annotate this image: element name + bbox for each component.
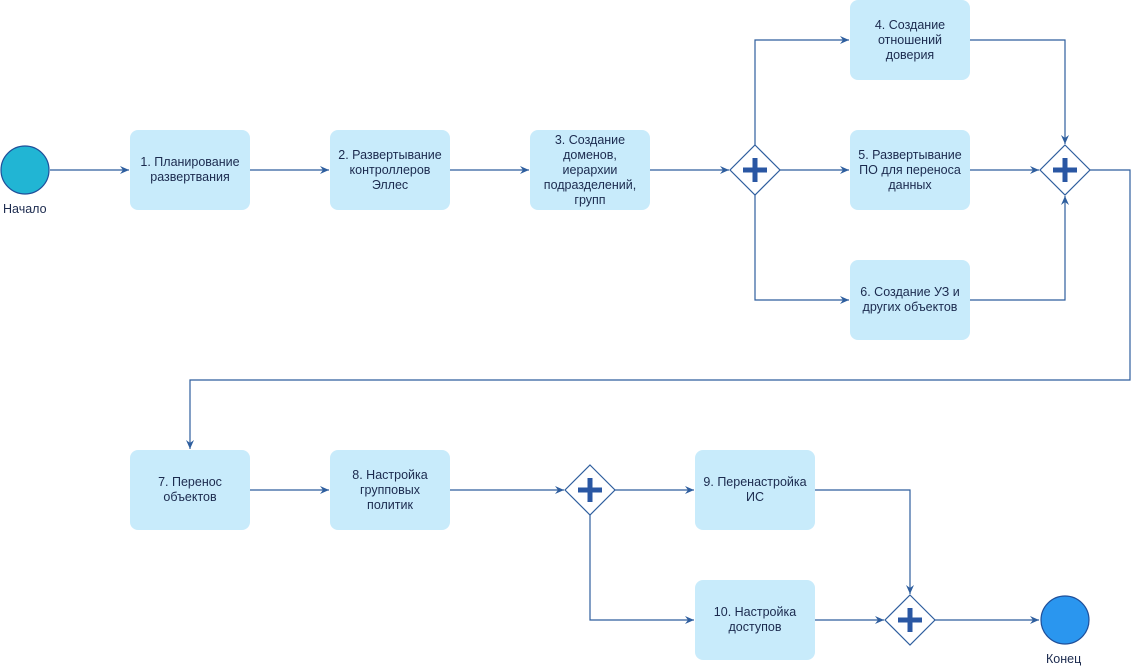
start-event-label: Начало: [3, 202, 47, 216]
parallel-gateway-3[interactable]: [564, 464, 616, 516]
task-label: 6. Создание УЗ и других объектов: [860, 285, 960, 314]
task-label: 8. Настройка групповых политик: [352, 467, 428, 512]
task-label: 7. Перенос объектов: [158, 475, 222, 504]
plus-icon: [1053, 158, 1077, 182]
plus-icon: [743, 158, 767, 182]
task-label: 4. Создание отношений доверия: [874, 17, 946, 62]
task-9-reconfigure-is[interactable]: 9. Перенастройка ИС: [695, 450, 815, 530]
end-event-label: Конец: [1046, 652, 1082, 666]
flow-t4-to-gateway-2: [970, 39, 1069, 144]
task-6-create-accounts[interactable]: 6. Создание УЗ и других объектов: [850, 260, 970, 340]
plus-icon: [578, 478, 602, 502]
start-event[interactable]: [0, 145, 50, 195]
flow-t6-to-gateway-2: [970, 196, 1069, 301]
task-4-trust-relations[interactable]: 4. Создание отношений доверия: [850, 0, 970, 80]
task-label: 3. Создание доменов, иерархии подразделе…: [543, 132, 637, 207]
task-label: 5. Развертывание ПО для переноса данных: [858, 147, 962, 192]
flow-gateway-2-to-t7: [186, 169, 1131, 449]
task-10-access-setup[interactable]: 10. Настройка доступов: [695, 580, 815, 660]
task-2-deploy-controllers[interactable]: 2. Развертывание контроллеров Эллес: [330, 130, 450, 210]
flow-gateway-3-to-t10: [589, 515, 694, 624]
plus-icon: [898, 608, 922, 632]
task-8-group-policies[interactable]: 8. Настройка групповых политик: [330, 450, 450, 530]
task-1-planning[interactable]: 1. Планирование развертвания: [130, 130, 250, 210]
flow-gateway-1-to-t6: [754, 195, 849, 304]
task-label: 9. Перенастройка ИС: [703, 475, 807, 504]
task-7-migrate-objects[interactable]: 7. Перенос объектов: [130, 450, 250, 530]
parallel-gateway-4[interactable]: [884, 594, 936, 646]
task-label: 10. Настройка доступов: [713, 605, 797, 634]
parallel-gateway-1[interactable]: [729, 144, 781, 196]
task-3-create-domains[interactable]: 3. Создание доменов, иерархии подразделе…: [530, 130, 650, 210]
end-event[interactable]: [1040, 595, 1090, 645]
parallel-gateway-2[interactable]: [1039, 144, 1091, 196]
flow-t9-to-gateway-4: [815, 489, 914, 594]
task-5-deploy-migration-software[interactable]: 5. Развертывание ПО для переноса данных: [850, 130, 970, 210]
task-label: 2. Развертывание контроллеров Эллес: [338, 147, 442, 192]
task-label: 1. Планирование развертвания: [140, 155, 240, 184]
flow-gateway-1-to-t4: [754, 36, 849, 145]
